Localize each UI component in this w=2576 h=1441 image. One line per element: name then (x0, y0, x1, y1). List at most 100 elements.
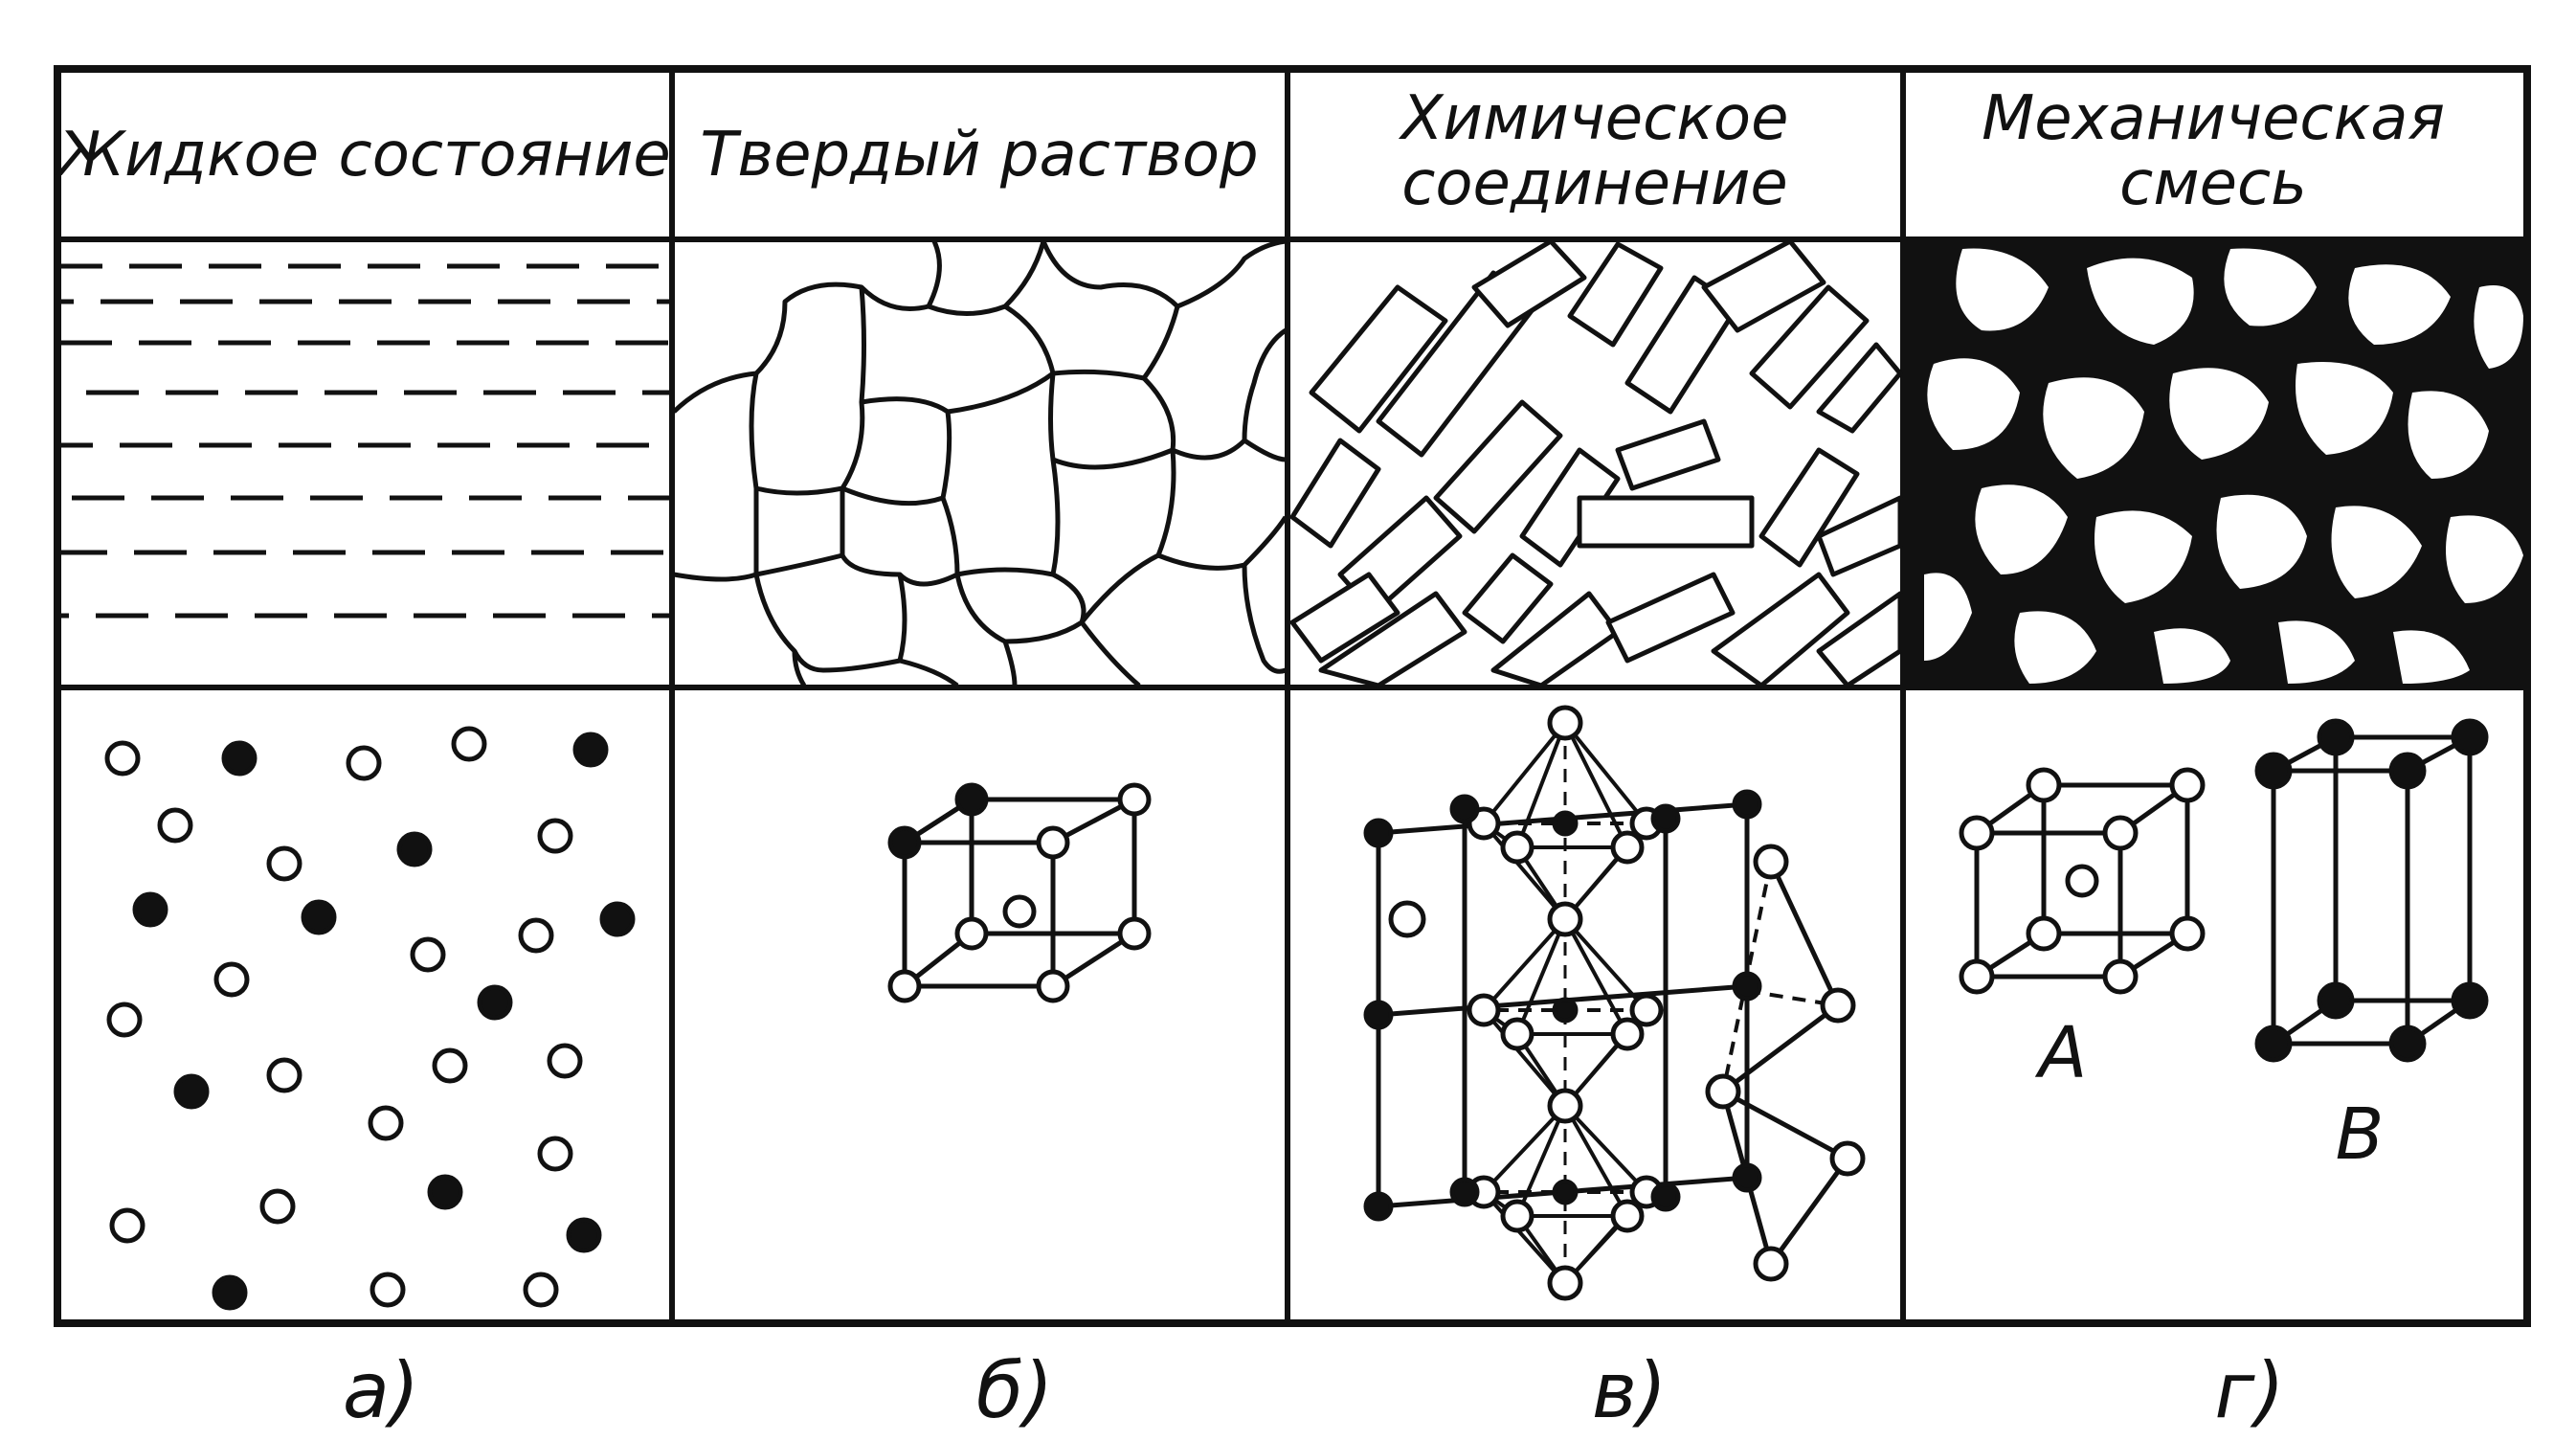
solvent-atom (451, 726, 487, 762)
solvent-atom (1500, 1017, 1534, 1051)
solvent-atom (1610, 1199, 1645, 1233)
solvent-atom (1610, 830, 1645, 865)
solvent-atom (1500, 1199, 1534, 1233)
solvent-atom (1959, 815, 1995, 851)
solvent-atom (1388, 900, 1426, 938)
solute-atom (1449, 794, 1480, 824)
caption-a: а) (343, 1346, 419, 1435)
solvent-atom (266, 845, 302, 882)
solute-atom (132, 891, 168, 928)
solvent-atom (1117, 782, 1152, 817)
solvent-atom (954, 916, 989, 951)
solvent-atom (1500, 830, 1534, 865)
solvent-atom (1036, 969, 1070, 1003)
solute-atom (1650, 1182, 1681, 1212)
solvent-atom (1002, 894, 1037, 929)
solvent-atom (1829, 1140, 1866, 1177)
mixture-unit-cells (1959, 718, 2489, 1063)
solute-atom (2451, 718, 2489, 756)
column-headers: Жидкое состояние Твердый раствор Химичес… (55, 83, 2445, 219)
solute-atom (2388, 1024, 2427, 1063)
solute-atom (2317, 981, 2355, 1020)
solvent-atom (1547, 901, 1583, 937)
solvent-atom (2102, 958, 2139, 995)
solute-atom (566, 1217, 602, 1253)
solute-atom (2254, 752, 2293, 790)
column-captions: а) б) в) г) (343, 1346, 2285, 1435)
solvent-atom (346, 745, 382, 781)
solute-atom (477, 984, 513, 1021)
solute-atom (2388, 752, 2427, 790)
solvent-atom (1820, 987, 1856, 1024)
solvent-atom (537, 818, 573, 854)
solvent-atom (2102, 815, 2139, 851)
solvent-atom (259, 1188, 296, 1225)
solvent-atom (1467, 993, 1501, 1027)
caption-b: б) (976, 1346, 1054, 1435)
header-compound-line2: соединение (1401, 148, 1788, 219)
lattice-label-a: A (2035, 1012, 2088, 1094)
solute-atom (173, 1073, 210, 1110)
solute-atom (1363, 818, 1394, 848)
solute-atom (599, 901, 636, 937)
solute-atom (1363, 1191, 1394, 1222)
solvent-atom (157, 807, 193, 844)
solute-atom (1552, 810, 1579, 837)
solute-atom (887, 825, 922, 860)
header-mixture-line1: Механическая (1982, 83, 2445, 154)
header-compound-line1: Химическое (1399, 83, 1789, 154)
solvent-atom (106, 1002, 143, 1038)
solute-atom (427, 1174, 463, 1210)
solvent-atom (1117, 916, 1152, 951)
solute-atom (1552, 997, 1579, 1024)
header-liquid: Жидкое состояние (55, 120, 671, 191)
caption-c: в) (1592, 1346, 1667, 1435)
solvent-atom (1547, 705, 1583, 741)
solvent-atom (537, 1136, 573, 1172)
solvent-atom (410, 936, 446, 973)
lattice-label-b: B (2336, 1093, 2385, 1176)
liquid-atoms (104, 726, 636, 1311)
caption-d: г) (2214, 1346, 2284, 1435)
solute-atom (1732, 1162, 1762, 1193)
solvent-atom (887, 969, 922, 1003)
solvent-atom (1959, 958, 1995, 995)
solvent-atom (104, 740, 141, 777)
solvent-atom (1753, 1246, 1789, 1282)
table-border (54, 65, 2531, 1327)
compound-lattice (1363, 705, 1866, 1301)
solute-atom (396, 831, 433, 867)
solvent-atom (2026, 767, 2062, 803)
solvent-atom (109, 1207, 146, 1244)
solvent-atom (1610, 1017, 1645, 1051)
solute-atom (1363, 1000, 1394, 1030)
header-solid-solution: Твердый раствор (700, 120, 1258, 191)
solvent-atom (1547, 1265, 1583, 1301)
solvent-atom (1753, 844, 1789, 880)
solvent-atom (1705, 1073, 1741, 1110)
solid-solution-unit-cell (887, 782, 1152, 1003)
solid-solution-grains (672, 237, 1288, 687)
solvent-atom (370, 1272, 406, 1308)
solute-atom (1732, 789, 1762, 820)
solute-atom (2451, 981, 2489, 1020)
solvent-atom (1629, 993, 1664, 1027)
liquid-dashes (59, 263, 670, 619)
solvent-atom (547, 1043, 583, 1079)
solute-atom (212, 1274, 248, 1311)
solvent-atom (2169, 915, 2206, 952)
solvent-atom (1036, 825, 1070, 860)
solute-atom (2317, 718, 2355, 756)
solute-atom (1552, 1179, 1579, 1205)
header-mixture-line2: смесь (2119, 148, 2307, 219)
solvent-atom (213, 961, 250, 998)
solute-atom (572, 732, 609, 768)
solvent-atom (518, 917, 554, 954)
solute-atom (301, 899, 337, 935)
solvent-atom (523, 1272, 559, 1308)
solvent-atom (432, 1047, 468, 1084)
solute-atom (1650, 803, 1681, 834)
solvent-atom (368, 1105, 404, 1141)
solute-atom (1732, 971, 1762, 1002)
